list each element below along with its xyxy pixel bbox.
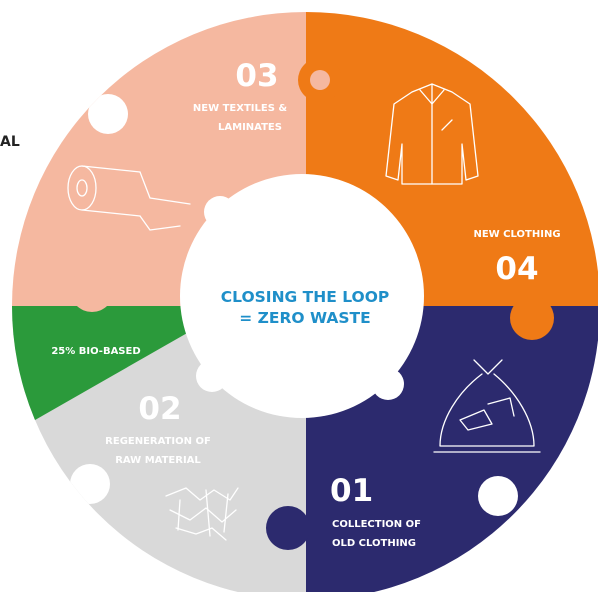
puzzle-knob (510, 296, 554, 340)
bio-based-label: 25% BIO-BASED (51, 346, 140, 357)
segment-04-number: 04 (495, 251, 538, 287)
segment-04-label-line1: NEW CLOTHING (473, 229, 560, 240)
center-title-line1: CLOSING THE LOOP (221, 288, 389, 306)
jacket-icon (385, 83, 479, 185)
puzzle-knob (478, 476, 518, 516)
segment-02-number: 02 (138, 391, 181, 427)
segment-03-label-line2: LAMINATES (218, 122, 282, 133)
segment-01-number: 01 (330, 473, 373, 509)
fabric-roll-icon (67, 165, 191, 231)
bio-based-band (12, 306, 210, 440)
edge-fragment-text: AL (0, 134, 20, 150)
segment-02-label-line2: RAW MATERIAL (115, 455, 201, 466)
bag-of-clothes-icon (433, 359, 541, 453)
puzzle-knob (88, 94, 128, 134)
segment-03-label-line1: NEW TEXTILES & (193, 103, 288, 114)
segment-01-label-line1: COLLECTION OF (332, 519, 421, 530)
segment-02-label-line1: REGENERATION OF (105, 436, 211, 447)
center-title-line2: = ZERO WASTE (239, 309, 370, 327)
segment-01-label-line2: OLD CLOTHING (332, 538, 416, 549)
puzzle-knob (266, 506, 310, 550)
segment-03-number: 03 (235, 58, 278, 94)
shredded-fibers-icon (165, 487, 239, 541)
center-circle (180, 174, 424, 418)
puzzle-knob (70, 464, 110, 504)
puzzle-knob (70, 268, 114, 312)
